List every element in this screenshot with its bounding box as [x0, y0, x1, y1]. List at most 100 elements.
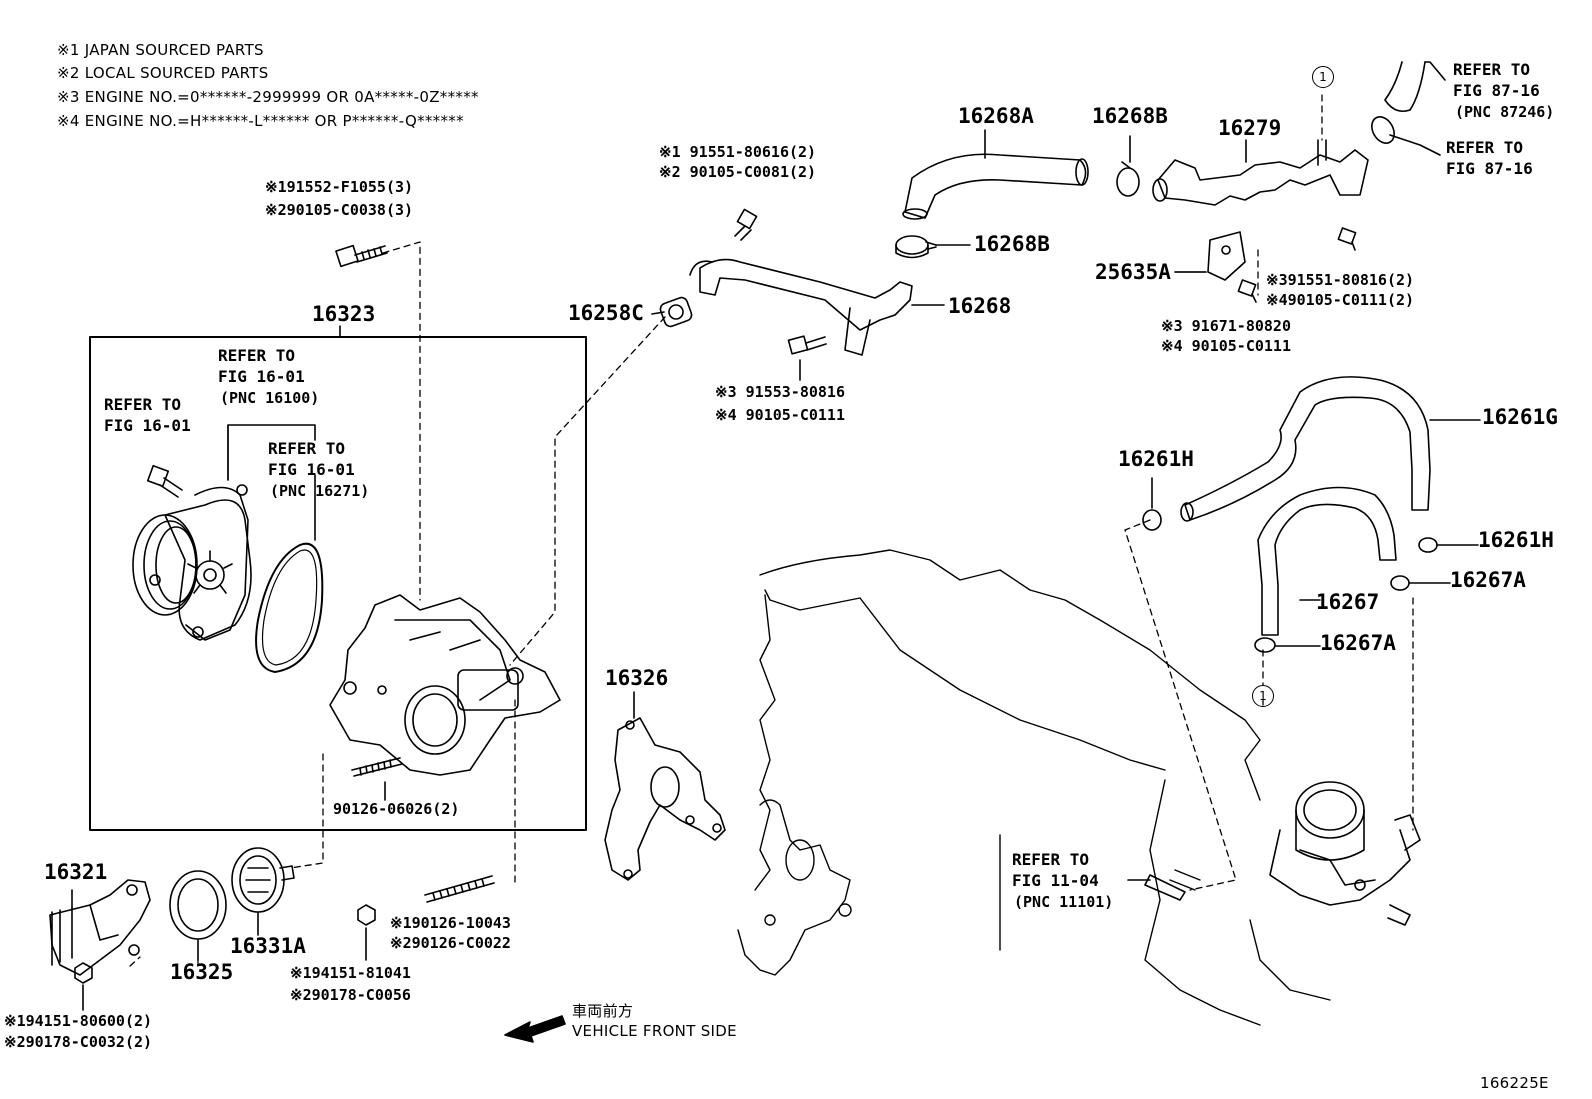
label-nut-left-1[interactable]: ※194151-80600(2)	[4, 1012, 153, 1030]
label-16261h-left[interactable]: 16261H	[1118, 447, 1194, 471]
hose-16261g	[1180, 376, 1481, 522]
bracket-25635a	[1174, 231, 1246, 281]
ref-e-line1: REFER TO	[1446, 138, 1524, 157]
clamp-16268b-top	[1116, 135, 1140, 197]
clamp-16261h-left	[1142, 477, 1162, 531]
circle-ref-top: 1	[1312, 66, 1334, 88]
label-bracket-bolt-low-1[interactable]: ※3 91671-80820	[1161, 317, 1291, 335]
label-16261h-right[interactable]: 16261H	[1478, 528, 1554, 552]
label-16279[interactable]: 16279	[1218, 116, 1282, 140]
ref-c-line1: REFER TO	[268, 439, 346, 458]
label-16268b-top[interactable]: 16268B	[1092, 104, 1168, 128]
gasket-16325	[169, 870, 227, 961]
ref-a-line2: FIG 16-01	[218, 367, 305, 386]
label-nut-left-2[interactable]: ※290178-C0032(2)	[4, 1033, 153, 1051]
ref-c-line2: FIG 16-01	[268, 460, 355, 479]
clamp-16268b-mid	[895, 235, 971, 259]
bolt-bracket-right	[1337, 227, 1357, 251]
housing-body	[329, 594, 561, 776]
ref-c-line3: (PNC 16271)	[270, 482, 370, 500]
stud-inner	[351, 757, 403, 801]
label-stud-lower-1[interactable]: ※190126-10043	[390, 914, 511, 932]
hose-refer-87-16	[1384, 61, 1446, 113]
circle-ref-bottom: 1	[1252, 685, 1274, 707]
label-16268b-mid[interactable]: 16268B	[974, 232, 1050, 256]
pipe-refer-11-04	[1127, 874, 1186, 901]
ref-f-line3: (PNC 11101)	[1014, 893, 1114, 911]
front-arrow	[504, 1015, 566, 1043]
clamp-refer-87-16	[1371, 116, 1441, 156]
thermostat-16331a	[231, 847, 295, 936]
figure-id: 166225E	[1480, 1074, 1549, 1092]
nut-left	[74, 962, 93, 1011]
ref-d-line1: REFER TO	[1453, 60, 1531, 79]
pipe-16279	[1152, 139, 1369, 206]
clamp-16267a-lower	[1254, 637, 1321, 653]
throttle-body	[1269, 781, 1421, 926]
ref-a-line3: (PNC 16100)	[220, 389, 320, 407]
dashed-guides	[129, 94, 1414, 967]
ref-a-line1: REFER TO	[218, 346, 296, 365]
water-inlet-16321	[49, 879, 151, 976]
ref-b-line1: REFER TO	[104, 395, 182, 414]
note-1: ※1 JAPAN SOURCED PARTS	[57, 41, 264, 59]
label-pipe-bolt-2[interactable]: ※2 90105-C0081(2)	[659, 163, 817, 181]
engine-outline	[737, 549, 1331, 1026]
direction-jp: 車両前方	[572, 1002, 634, 1020]
nut-lower	[357, 904, 376, 961]
hose-16268a	[902, 129, 1089, 220]
ref-f-line2: FIG 11-04	[1012, 871, 1099, 890]
label-16325[interactable]: 16325	[170, 960, 234, 984]
label-bracket-bolt-2[interactable]: ※490105-C0111(2)	[1266, 291, 1415, 309]
bolt-top-left	[335, 244, 388, 268]
label-nut-lower-2[interactable]: ※290178-C0056	[290, 986, 411, 1004]
label-16261g[interactable]: 16261G	[1482, 405, 1558, 429]
assembly-box-16323	[89, 336, 587, 831]
label-pipe-bolt-low-1[interactable]: ※3 91553-80816	[715, 383, 845, 401]
hose-16267	[1257, 486, 1397, 636]
label-bracket-bolt-1[interactable]: ※391551-80816(2)	[1266, 271, 1415, 289]
label-16321[interactable]: 16321	[44, 860, 108, 884]
clamp-16261h-right	[1418, 537, 1479, 553]
bolt-bracket-low	[1237, 279, 1257, 303]
label-bolt-top-2[interactable]: ※290105-C0038(3)	[265, 201, 414, 219]
ref-e-line2: FIG 87-16	[1446, 159, 1533, 178]
stud-lower	[424, 875, 495, 903]
label-16331a[interactable]: 16331A	[230, 934, 306, 958]
label-nut-lower-1[interactable]: ※194151-81041	[290, 964, 411, 982]
label-16267a-lower[interactable]: 16267A	[1320, 631, 1396, 655]
label-bracket-bolt-low-2[interactable]: ※4 90105-C0111	[1161, 337, 1291, 355]
ref-d-line3: (PNC 87246)	[1455, 103, 1555, 121]
bolt-refer	[146, 464, 183, 498]
label-16267a-right[interactable]: 16267A	[1450, 568, 1526, 592]
label-pipe-bolt-1[interactable]: ※1 91551-80616(2)	[659, 143, 817, 161]
label-16268a[interactable]: 16268A	[958, 104, 1034, 128]
label-16326[interactable]: 16326	[605, 666, 669, 690]
gasket-16258c	[651, 296, 693, 328]
bolt-pipe-low	[787, 335, 827, 381]
part-leaders	[197, 271, 1207, 964]
label-16267[interactable]: 16267	[1316, 590, 1380, 614]
label-stud-lower-2[interactable]: ※290126-C0022	[390, 934, 511, 952]
label-pipe-bolt-low-2[interactable]: ※4 90105-C0111	[715, 406, 845, 424]
label-16258c[interactable]: 16258C	[568, 301, 644, 325]
ref-d-line2: FIG 87-16	[1453, 81, 1540, 100]
ref-b-line2: FIG 16-01	[104, 416, 191, 435]
label-16323[interactable]: 16323	[312, 302, 376, 326]
pipe-16268	[689, 258, 945, 356]
label-16268[interactable]: 16268	[948, 294, 1012, 318]
gasket-ring	[255, 542, 324, 673]
ref-f-line1: REFER TO	[1012, 850, 1090, 869]
note-2: ※2 LOCAL SOURCED PARTS	[57, 64, 269, 82]
direction-en: VEHICLE FRONT SIDE	[572, 1022, 737, 1040]
clamp-16267a-right	[1390, 575, 1451, 591]
note-4: ※4 ENGINE NO.=H******-L****** OR P******…	[57, 112, 464, 130]
water-pump	[132, 484, 252, 641]
gasket-16326	[604, 691, 726, 881]
bolt-pipe-top	[734, 208, 758, 241]
label-stud-inner[interactable]: 90126-06026(2)	[333, 800, 460, 818]
note-3: ※3 ENGINE NO.=0******-2999999 OR 0A*****…	[57, 88, 479, 106]
label-bolt-top-1[interactable]: ※191552-F1055(3)	[265, 178, 414, 196]
label-25635a[interactable]: 25635A	[1095, 260, 1171, 284]
